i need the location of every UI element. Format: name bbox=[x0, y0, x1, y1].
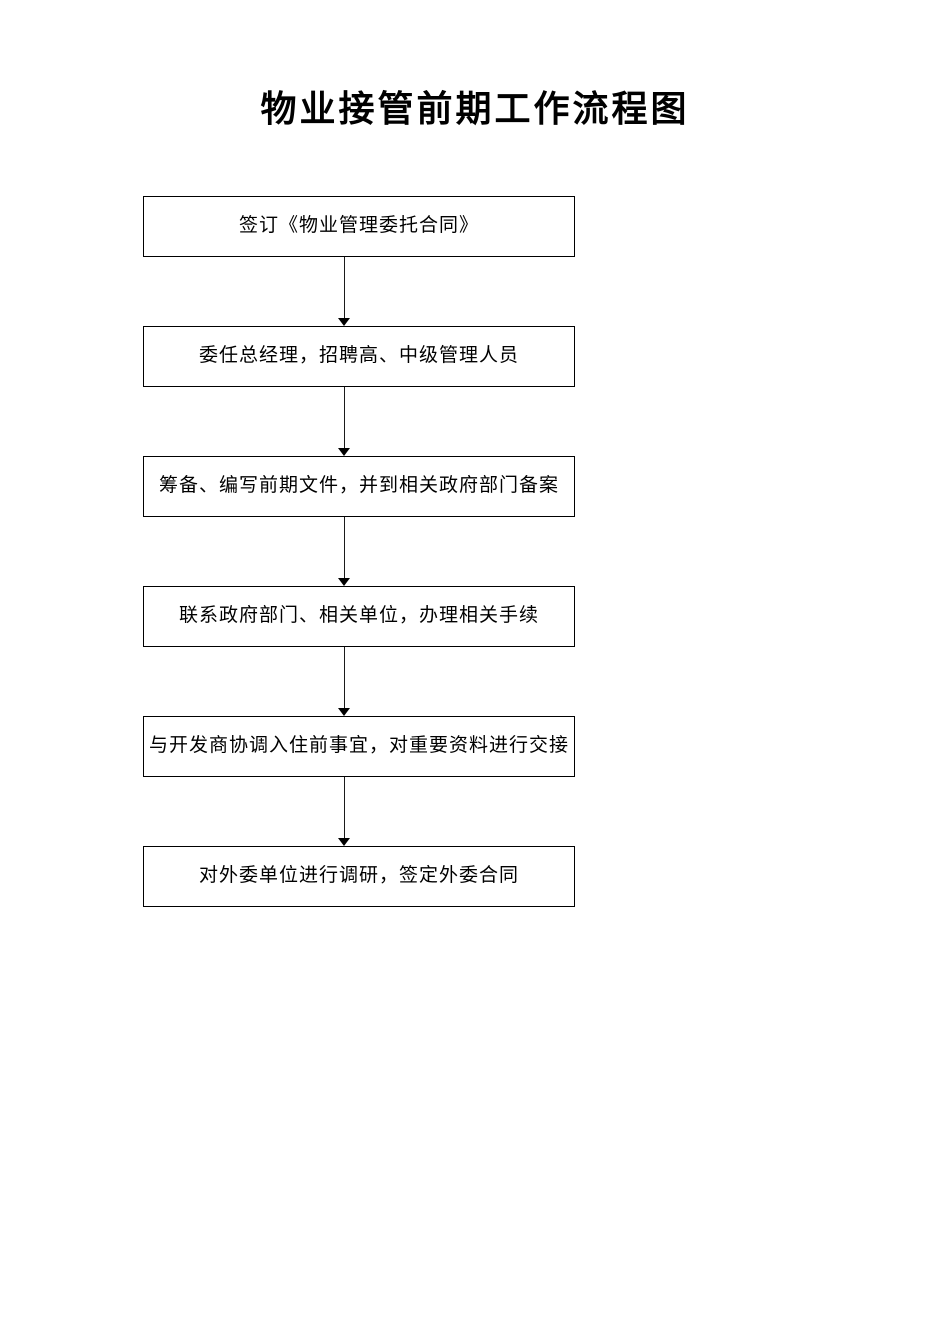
arrow-shaft bbox=[344, 387, 345, 450]
flow-step-label: 筹备、编写前期文件，并到相关政府部门备案 bbox=[158, 475, 559, 496]
arrow-head bbox=[338, 448, 350, 456]
flow-step-prepare-documents: 筹备、编写前期文件，并到相关政府部门备案 bbox=[143, 456, 575, 517]
arrow-shaft bbox=[344, 647, 345, 710]
arrow-head bbox=[338, 578, 350, 586]
down-arrow-icon bbox=[338, 387, 351, 456]
flow-step-coordinate-developer: 与开发商协调入住前事宜，对重要资料进行交接 bbox=[143, 716, 575, 777]
down-arrow-icon bbox=[338, 257, 351, 326]
flow-step-label: 签订《物业管理委托合同》 bbox=[238, 215, 479, 236]
arrow-head bbox=[338, 318, 350, 326]
down-arrow-icon bbox=[338, 777, 351, 846]
down-arrow-icon bbox=[338, 517, 351, 586]
arrow-shaft bbox=[344, 777, 345, 840]
arrow-shaft bbox=[344, 517, 345, 580]
arrow-head bbox=[338, 838, 350, 846]
flow-step-sign-contract: 签订《物业管理委托合同》 bbox=[143, 196, 575, 257]
flow-step-contact-government: 联系政府部门、相关单位，办理相关手续 bbox=[143, 586, 575, 647]
down-arrow-icon bbox=[338, 647, 351, 716]
flow-step-label: 对外委单位进行调研，签定外委合同 bbox=[198, 865, 519, 886]
flow-step-label: 委任总经理，招聘高、中级管理人员 bbox=[198, 345, 519, 366]
arrow-head bbox=[338, 708, 350, 716]
flow-step-label: 联系政府部门、相关单位，办理相关手续 bbox=[178, 605, 539, 626]
flow-step-appoint-manager: 委任总经理，招聘高、中级管理人员 bbox=[143, 326, 575, 387]
flow-step-label: 与开发商协调入住前事宜，对重要资料进行交接 bbox=[148, 735, 569, 756]
arrow-shaft bbox=[344, 257, 345, 320]
page-title: 物业接管前期工作流程图 bbox=[260, 88, 690, 129]
flow-step-outsource-research: 对外委单位进行调研，签定外委合同 bbox=[143, 846, 575, 907]
